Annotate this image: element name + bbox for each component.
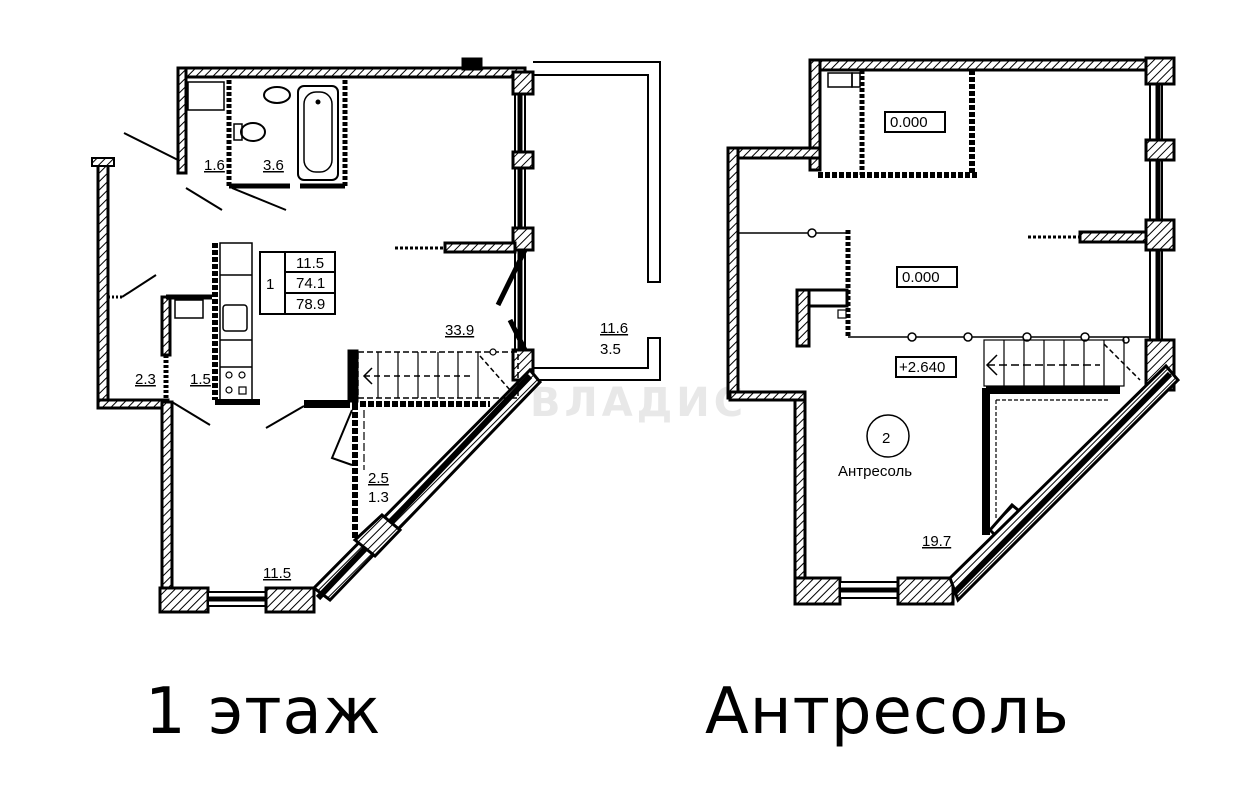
balcony-area-sub-label: 3.5: [600, 341, 621, 358]
floor1-plan: [91, 57, 661, 614]
balcony-area-label: 11.6: [600, 320, 628, 337]
level-mark-mezzanine: +2.640: [899, 359, 945, 376]
room-number: 2: [882, 430, 890, 447]
bathroom-area-label: 3.6: [263, 157, 284, 174]
closet-area-sub-label: 1.3: [368, 489, 389, 506]
living-area-label: 33.9: [445, 322, 474, 339]
corridor-area-label: 1.5: [190, 371, 211, 388]
wc-area-label: 1.6: [204, 157, 225, 174]
level-mark-top: 0.000: [890, 114, 928, 131]
mezzanine-area-label: 19.7: [922, 533, 951, 550]
apartment-stamp: [259, 251, 336, 315]
room-name: Антресоль: [838, 463, 912, 480]
stamp-row-2: 74.1: [296, 275, 325, 292]
apartment-number: 1: [266, 276, 274, 293]
kitchen-area-label: 11.5: [263, 565, 291, 582]
level-mark-mid: 0.000: [902, 269, 940, 286]
mezzanine-plan: [726, 56, 1181, 606]
hall-area-label: 2.3: [135, 371, 156, 388]
closet-area-label: 2.5: [368, 470, 389, 487]
stamp-row-3: 78.9: [296, 296, 325, 313]
floor1-caption: 1 этаж: [145, 675, 382, 749]
mezzanine-caption: Антресоль: [705, 675, 1070, 749]
stamp-row-1: 11.5: [296, 255, 324, 272]
watermark: ВЛАДИС: [530, 380, 748, 426]
